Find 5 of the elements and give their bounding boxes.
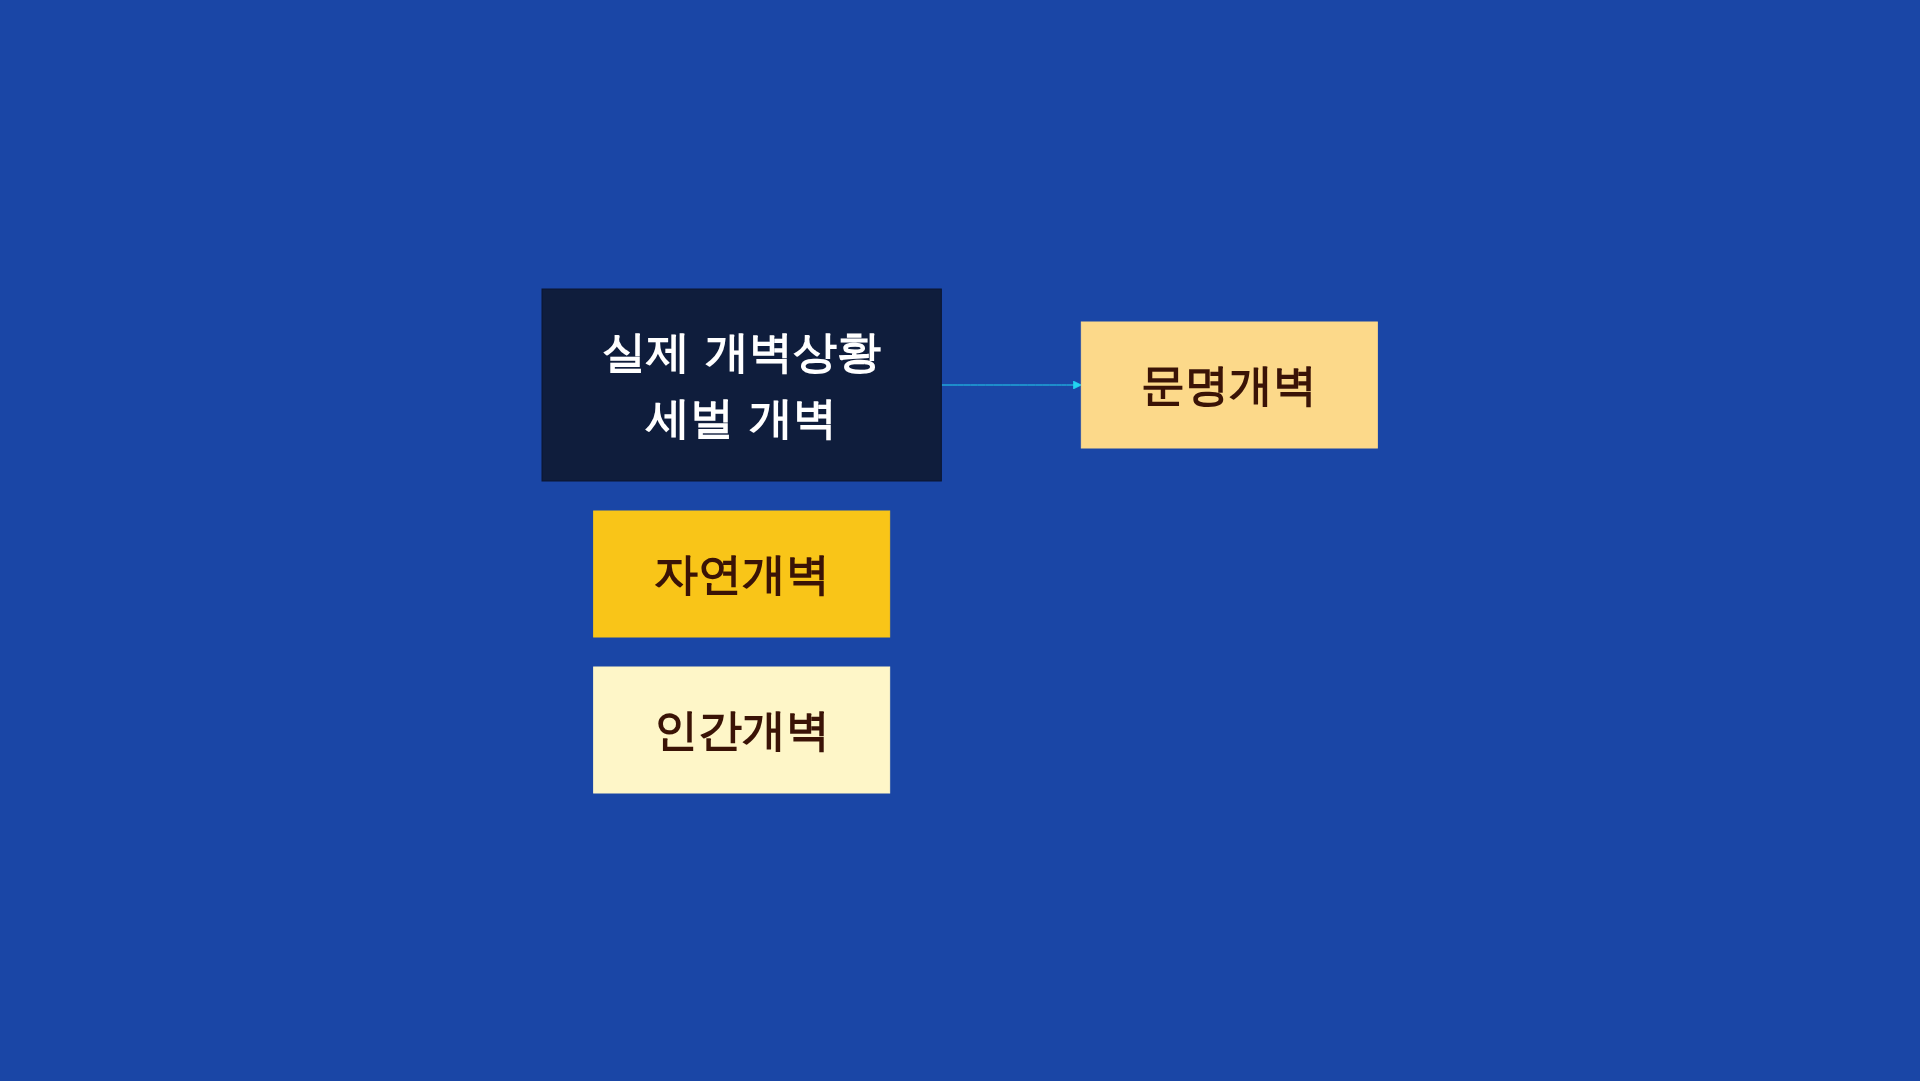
arrow — [941, 380, 1083, 389]
node-box: 문명개벽 — [1081, 321, 1379, 448]
node-box: 자연개벽 — [593, 510, 891, 637]
node-box: 인간개벽 — [593, 666, 891, 793]
node-box: 실제 개벽상황 세벌 개벽 — [541, 288, 943, 481]
